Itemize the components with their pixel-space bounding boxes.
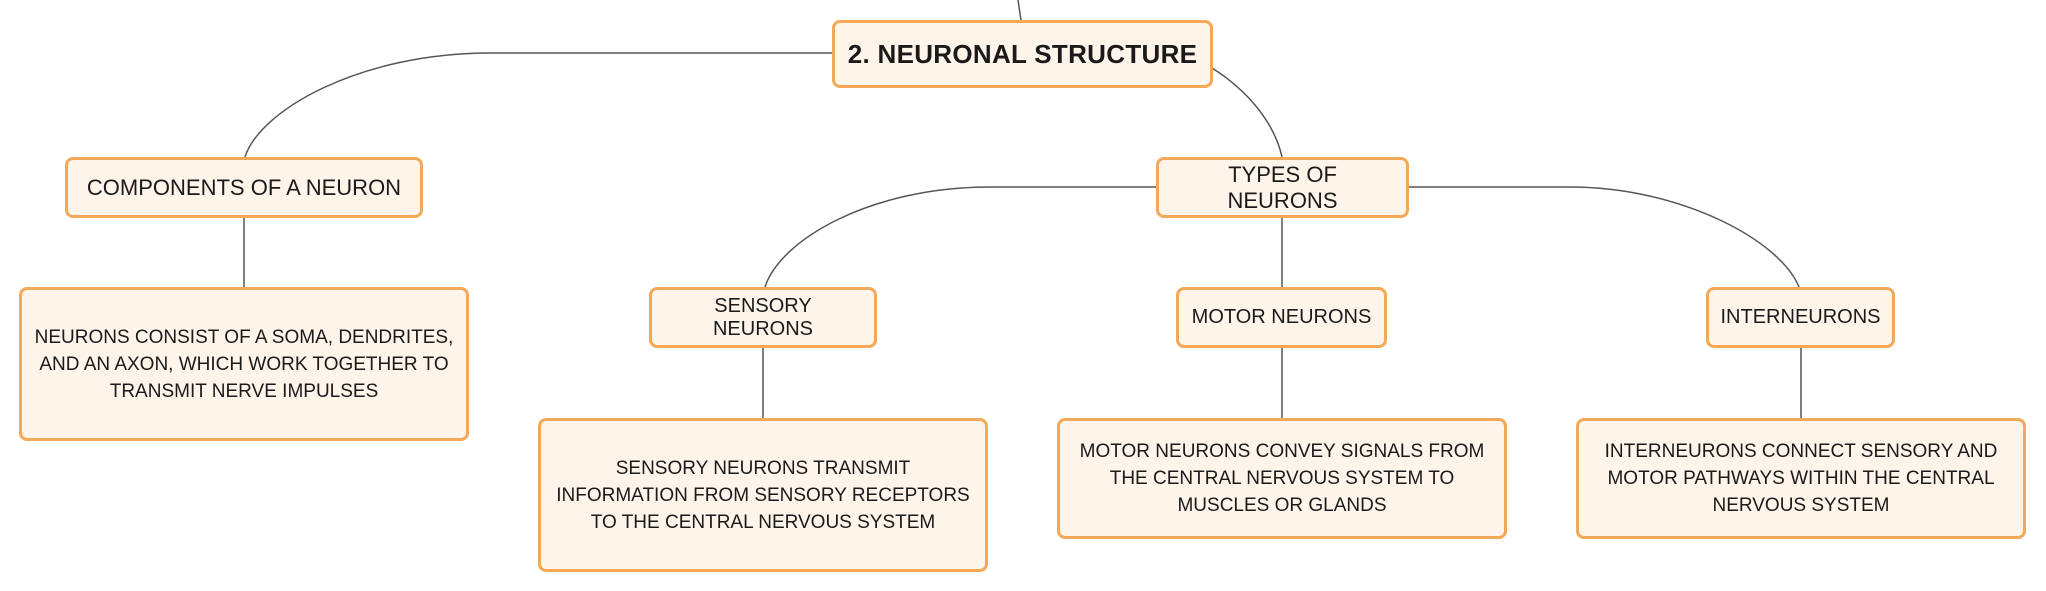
motor-node-label: MOTOR NEURONS: [1191, 306, 1372, 328]
sensory-detail-node[interactable]: SENSORY NEURONS TRANSMIT INFORMATION FRO…: [538, 418, 988, 572]
motor-detail-node[interactable]: MOTOR NEURONS CONVEY SIGNALS FROM THE CE…: [1057, 418, 1507, 539]
components-node-label: COMPONENTS OF A NEURON: [86, 174, 402, 200]
motor-detail-text: MOTOR NEURONS CONVEY SIGNALS FROM THE CE…: [1079, 441, 1485, 516]
connector-root-to-types: [1211, 67, 1283, 158]
interneurons-node[interactable]: INTERNEURONS: [1706, 287, 1895, 348]
sensory-node-label: SENSORY NEURONS: [712, 294, 813, 340]
connector-parent-to-root: [1017, 0, 1022, 21]
components-node[interactable]: COMPONENTS OF A NEURON: [65, 157, 423, 218]
motor-node[interactable]: MOTOR NEURONS: [1176, 287, 1387, 348]
types-node-label: TYPES OF NEURONS: [1227, 161, 1338, 213]
connector-types-to-interneurons: [1409, 186, 1800, 288]
components-detail-text: NEURONS CONSIST OF A SOMA, DENDRITES, AN…: [34, 326, 454, 402]
connector-types-to-sensory: [764, 186, 1156, 288]
root-node-label: 2. NEURONAL STRUCTURE: [847, 38, 1198, 69]
types-node[interactable]: TYPES OF NEURONS: [1156, 157, 1409, 218]
sensory-node[interactable]: SENSORY NEURONS: [649, 287, 877, 348]
interneurons-detail-node[interactable]: INTERNEURONS CONNECT SENSORY AND MOTOR P…: [1576, 418, 2026, 539]
interneurons-detail-text: INTERNEURONS CONNECT SENSORY AND MOTOR P…: [1604, 441, 1998, 516]
interneurons-node-label: INTERNEURONS: [1720, 306, 1881, 328]
root-node[interactable]: 2. NEURONAL STRUCTURE: [832, 20, 1213, 88]
connector-root-to-components: [244, 52, 832, 158]
components-detail-node[interactable]: NEURONS CONSIST OF A SOMA, DENDRITES, AN…: [19, 287, 469, 441]
sensory-detail-text: SENSORY NEURONS TRANSMIT INFORMATION FRO…: [556, 457, 970, 533]
